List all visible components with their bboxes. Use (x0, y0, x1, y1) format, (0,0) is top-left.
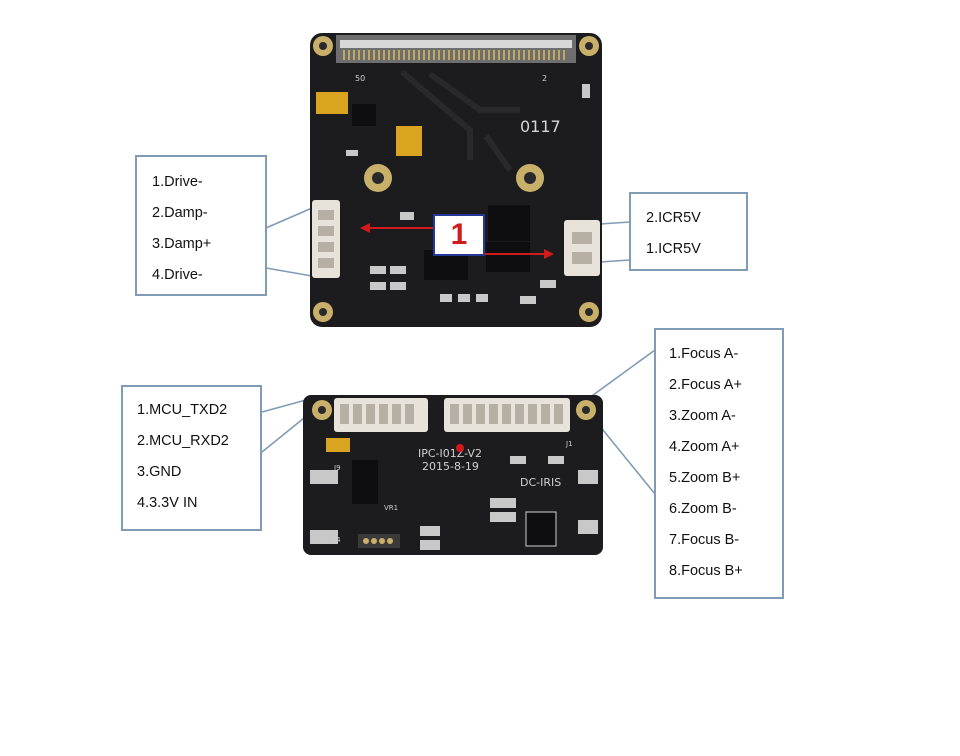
callout-mcu: 1.MCU_TXD2 2.MCU_RXD2 3.GND 4.3.3V IN (121, 385, 262, 531)
callout-focus-zoom-line-3: 3.Zoom A- (669, 408, 736, 424)
bottom-silk-date: 2015-8-19 (422, 460, 479, 473)
callout-mcu-line-1: 1.MCU_TXD2 (137, 402, 228, 418)
callout-icr: 2.ICR5V 1.ICR5V (629, 192, 748, 271)
callout-drive: 1.Drive- 2.Damp- 3.Damp+ 4.Drive- (135, 155, 267, 296)
bottom-silk-iris: DC-IRIS (520, 476, 561, 489)
callout-focus-zoom-line-7: 7.Focus B- (669, 532, 740, 548)
bottom-smd-pads (310, 456, 598, 550)
top-smd-pads (346, 84, 590, 304)
marker-arrows (360, 223, 554, 259)
callout-mcu-line-2: 2.MCU_RXD2 (137, 433, 229, 449)
bottom-chip-1 (352, 460, 378, 504)
callout-focus-zoom-line-2: 2.Focus A+ (669, 377, 742, 393)
top-board: 50 2 0117 (310, 33, 602, 327)
callout-drive-line-3: 3.Damp+ (152, 236, 212, 252)
bottom-chip-2 (525, 511, 557, 547)
bottom-red-dot (456, 444, 464, 452)
arrow-left-head (360, 223, 370, 233)
arrow-right-head (544, 249, 554, 259)
bottom-board: IPC-I01Z-V2 2015-8-19 DC-IRIS J9 VR1 J1 … (303, 395, 603, 555)
callout-focus-zoom: 1.Focus A- 2.Focus A+ 3.Zoom A- 4.Zoom A… (654, 328, 784, 599)
callout-mcu-line-4: 4.3.3V IN (137, 495, 198, 511)
leader-drive-top (265, 207, 313, 229)
top-mounting-hole-centers (319, 42, 593, 316)
top-silk-left-num: 50 (355, 74, 365, 83)
bottom-silk-j9: J9 (333, 464, 341, 472)
top-traces (400, 69, 520, 172)
top-fpc-pins (343, 50, 565, 60)
callout-focus-zoom-line-5: 5.Zoom B+ (669, 470, 741, 486)
leader-mcu-bottom (261, 417, 305, 453)
top-silk-code: 0117 (520, 117, 561, 136)
top-silk-right-num: 2 (542, 74, 547, 83)
callout-focus-zoom-line-4: 4.Zoom A+ (669, 439, 740, 455)
top-board-pcb (310, 33, 602, 327)
callout-icr-line-1: 2.ICR5V (646, 210, 701, 226)
bottom-silk-j1: J1 (565, 440, 573, 448)
top-icr-connector (564, 220, 600, 276)
top-capacitor-2 (396, 126, 422, 156)
callout-focus-zoom-line-8: 8.Focus B+ (669, 563, 743, 579)
top-capacitor-1 (316, 92, 348, 114)
callout-drive-line-4: 4.Drive- (152, 267, 203, 283)
callout-mcu-line-3: 3.GND (137, 464, 182, 480)
top-chip-3 (486, 242, 530, 272)
top-fpc-connector (336, 35, 576, 63)
callout-focus-zoom-line-6: 6.Zoom B- (669, 501, 737, 517)
bottom-silk-j4: J4 (333, 536, 341, 544)
callout-drive-line-2: 2.Damp- (152, 205, 208, 221)
leader-icr-bottom (599, 259, 631, 263)
bottom-silk-title: IPC-I01Z-V2 (418, 447, 482, 460)
leader-icr-top (599, 221, 631, 225)
callout-focus-zoom-line-1: 1.Focus A- (669, 346, 739, 362)
callout-drive-line-1: 1.Drive- (152, 174, 203, 190)
callout-icr-line-2: 1.ICR5V (646, 241, 701, 257)
leader-drive-bottom (265, 267, 313, 277)
bottom-silk-vr1: VR1 (384, 504, 398, 512)
bottom-capacitor (326, 438, 350, 452)
top-chip-main (488, 205, 530, 241)
marker-1-box: 1 (433, 214, 485, 256)
leader-mcu-top (261, 399, 307, 413)
